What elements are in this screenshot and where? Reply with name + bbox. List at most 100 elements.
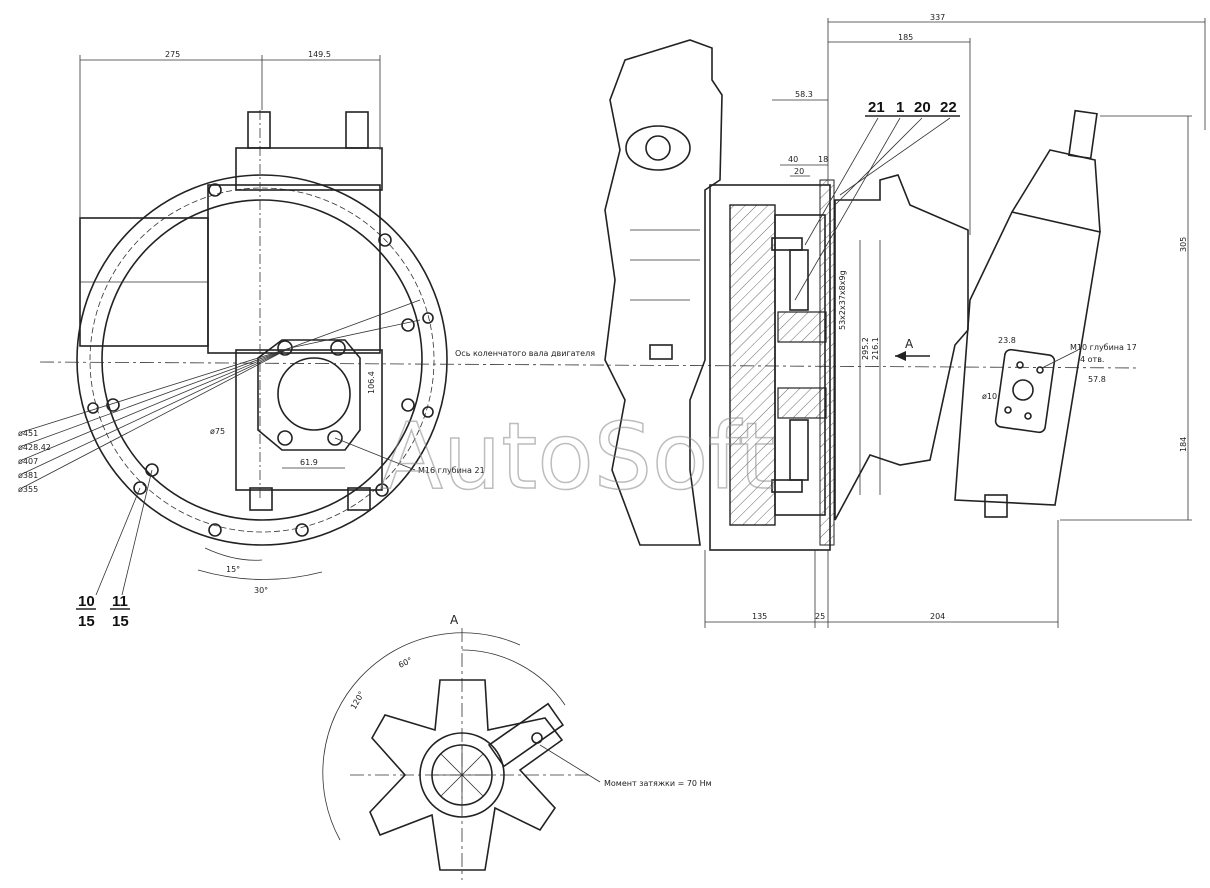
callout-leader — [839, 117, 951, 196]
left-view: 275 149.5 ø451 ø428.42 ø407 ø381 ø355 ø7… — [18, 50, 485, 630]
callout-leader — [121, 469, 153, 596]
dia-355: ø355 — [18, 485, 38, 494]
dim-25: 25 — [815, 612, 825, 621]
stud-top-right — [345, 111, 369, 149]
torque-note: Момент затяжки = 70 Нм — [604, 779, 712, 788]
dia-75: ø75 — [210, 427, 225, 436]
dim-18: 18 — [818, 155, 828, 164]
leader-line — [1041, 349, 1079, 369]
stud-bottom-left — [249, 487, 273, 511]
dim-204: 204 — [930, 612, 945, 621]
leader-line — [21, 347, 291, 447]
callout-leader — [804, 117, 879, 246]
callout-11: 11 — [112, 593, 128, 610]
flange-outer-circle — [76, 174, 448, 546]
stud-top-left — [247, 111, 271, 149]
pump-body — [207, 184, 381, 354]
angle-arc-30 — [197, 569, 323, 580]
pump-port-flange — [994, 348, 1056, 434]
engine-housing — [604, 39, 723, 546]
callout-22: 22 — [940, 99, 957, 116]
bottom-view-a: A 120° 60° Момент затяжки = 70 Нм — [322, 613, 712, 880]
leader-line — [289, 299, 421, 349]
spider-element — [369, 679, 564, 871]
bolt-hole — [401, 398, 415, 412]
angle-60: 60° — [397, 656, 414, 670]
dia-451: ø451 — [18, 429, 38, 438]
callout-20: 20 — [914, 99, 931, 116]
dim-40: 40 — [788, 155, 798, 164]
bolt — [771, 479, 803, 493]
angle-arc-120 — [322, 632, 521, 841]
elastic-element — [789, 419, 809, 481]
leader-line — [21, 347, 291, 461]
elastic-element — [789, 249, 809, 311]
port-hole — [1036, 366, 1044, 374]
view-arrow-head — [895, 351, 906, 361]
dim-275: 275 — [165, 50, 180, 59]
coupling-hub-area — [774, 214, 826, 516]
callout-leader — [834, 117, 923, 206]
view-arrow-label: A — [905, 337, 914, 351]
adapter-plate — [819, 179, 835, 546]
callout-15b: 15 — [112, 613, 129, 630]
pump-neck — [1011, 149, 1101, 233]
port-bolt — [277, 340, 293, 356]
dim-184: 184 — [1179, 437, 1188, 452]
callout-21: 21 — [868, 99, 885, 116]
port-bore — [277, 357, 351, 431]
dim-337: 337 — [930, 13, 945, 22]
hub-circle — [419, 732, 505, 818]
coupling-flange — [729, 204, 776, 526]
hydraulic-pump-body — [954, 211, 1101, 506]
callout-1: 1 — [896, 99, 904, 116]
dim-58: 58.3 — [795, 90, 813, 99]
watermark: AutoSoft — [380, 403, 775, 510]
bolt-hole — [422, 312, 434, 324]
leader-line — [21, 347, 291, 489]
bolt-hole — [378, 233, 392, 247]
dim-305: 305 — [1179, 237, 1188, 252]
axis-label: Ось коленчатого вала двигателя — [455, 349, 595, 358]
spline-note: 53x2x37x8x9g — [838, 270, 847, 330]
dim-135: 135 — [752, 612, 767, 621]
bolt-hole — [208, 523, 222, 537]
angle-120: 120° — [349, 690, 366, 711]
torque-leader — [539, 744, 601, 783]
clamp-screw — [487, 702, 565, 768]
hub-section — [777, 387, 827, 419]
m10-note: M10 глубина 17 — [1070, 343, 1137, 352]
bolt — [771, 237, 803, 251]
housing-detail — [630, 229, 700, 301]
callout-10: 10 — [78, 593, 95, 610]
pump-stud — [984, 494, 1008, 518]
dim-185: 185 — [898, 33, 913, 42]
hub-section — [777, 311, 827, 343]
dia-428: ø428.42 — [18, 443, 51, 452]
angle-30: 30° — [254, 586, 268, 595]
port-hole — [1016, 361, 1024, 369]
housing-bore — [645, 135, 671, 161]
bolt-hole — [133, 481, 147, 495]
angle-arc-60 — [461, 649, 566, 706]
leader-line — [334, 437, 416, 471]
bolt-hole — [295, 523, 309, 537]
bolt-hole — [422, 406, 434, 418]
spline-teeth — [432, 745, 492, 805]
crankshaft-axis — [39, 361, 1141, 369]
bolt-hole — [208, 183, 222, 197]
leader-line — [21, 347, 291, 433]
port-bolt — [277, 430, 293, 446]
dim-23: 23.8 — [998, 336, 1016, 345]
pump-port-bore — [1012, 379, 1034, 401]
thread-note: M16 глубина 21 — [418, 466, 485, 475]
dim-106: 106.4 — [367, 371, 376, 394]
flange-inner-circle — [101, 199, 423, 521]
pump-shaft-end — [1068, 109, 1098, 160]
port-hole — [1024, 412, 1032, 420]
callout-leader — [95, 487, 141, 596]
dim-216: 216.1 — [871, 337, 880, 360]
screw-head — [531, 732, 543, 744]
